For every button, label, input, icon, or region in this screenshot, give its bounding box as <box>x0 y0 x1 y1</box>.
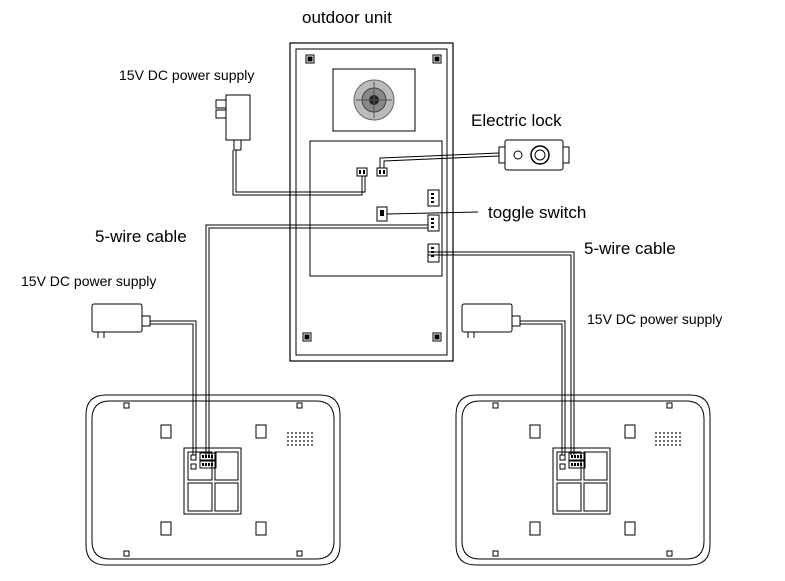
power-wire-top <box>232 150 366 196</box>
toggle-switch-label: toggle switch <box>488 203 587 222</box>
circuit-board <box>309 140 443 277</box>
lock-wire <box>379 152 500 168</box>
connector-panel-left <box>183 447 242 515</box>
cable-right <box>428 251 575 455</box>
electric-lock-label: Electric lock <box>471 111 562 130</box>
cable-left-label: 5-wire cable <box>95 227 187 246</box>
connector-panel-right <box>552 447 611 515</box>
power-adapter-right <box>461 303 521 338</box>
speaker-grille-right <box>655 432 681 446</box>
power-wire-right <box>520 320 566 455</box>
cable-left <box>205 224 428 455</box>
toggle-switch-leader <box>386 211 479 215</box>
monitor-right <box>455 394 711 566</box>
power-connector <box>356 167 368 177</box>
power-adapter-left <box>91 303 151 338</box>
power-supply-right-label: 15V DC power supply <box>587 311 723 327</box>
outdoor-unit-screws <box>302 54 442 342</box>
outdoor-unit-label: outdoor unit <box>302 8 392 27</box>
power-adapter-top <box>215 94 251 151</box>
toggle-switch <box>376 206 388 222</box>
cable-right-label: 5-wire cable <box>584 239 676 258</box>
monitor-left <box>85 394 341 566</box>
lock-connector <box>376 167 388 177</box>
camera-lens <box>332 68 416 132</box>
power-wire-left <box>150 320 197 455</box>
power-supply-left-label: 15V DC power supply <box>21 273 157 289</box>
outdoor-unit <box>289 42 454 362</box>
terminal-blocks <box>427 189 440 263</box>
electric-lock <box>498 139 570 171</box>
power-supply-top-label: 15V DC power supply <box>119 67 255 83</box>
speaker-grille-left <box>287 432 313 446</box>
